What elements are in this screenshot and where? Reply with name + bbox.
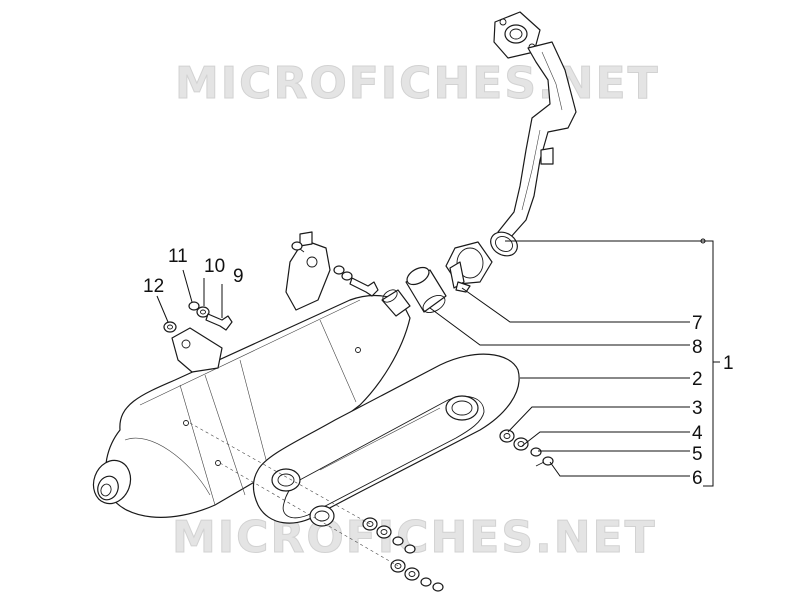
watermark-bottom: MICROFICHES.NET [172, 512, 657, 563]
heat-shield [252, 353, 520, 527]
callout-2: 2 [692, 369, 703, 390]
callout-7: 7 [692, 313, 703, 334]
exhaust-pipe [490, 11, 706, 257]
gasket-sleeve [405, 266, 447, 313]
hardware-right-stack [499, 429, 554, 467]
callout-5: 5 [692, 444, 703, 465]
callout-6: 6 [692, 468, 703, 489]
callout-10: 10 [204, 256, 225, 277]
leader-lines [156, 240, 720, 567]
clamp-part [445, 241, 493, 293]
callout-1: 1 [723, 353, 734, 374]
callout-3: 3 [692, 398, 703, 419]
muffler-body [92, 289, 411, 518]
hardware-upper-left [163, 241, 379, 333]
callout-8: 8 [692, 337, 703, 358]
callout-labels: 1 2 3 4 5 6 7 8 9 10 11 12 [143, 246, 734, 489]
callout-11: 11 [168, 246, 188, 267]
hardware-lower-stack-2 [390, 559, 444, 592]
callout-9: 9 [233, 266, 244, 287]
muffler-bracket [171, 231, 331, 373]
callout-4: 4 [692, 423, 703, 444]
callout-12: 12 [143, 276, 164, 297]
watermark-top: MICROFICHES.NET [175, 58, 660, 109]
